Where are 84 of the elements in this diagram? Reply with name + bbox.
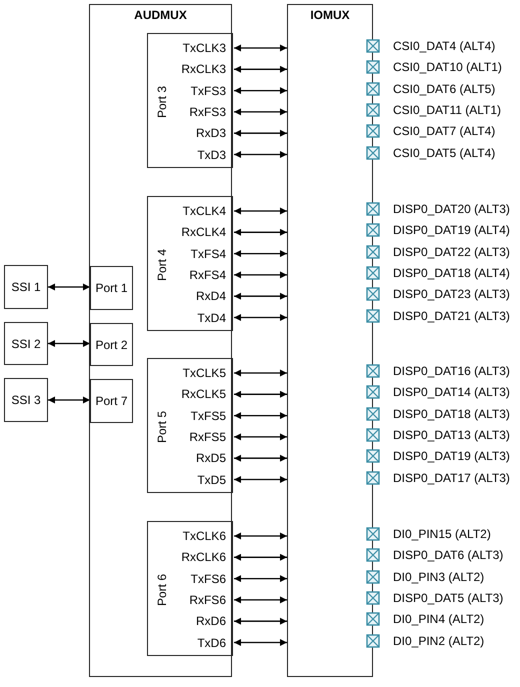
signal-label: RxD3 — [162, 123, 234, 144]
signal-label: TxCLK3 — [162, 38, 234, 58]
block-title: IOMUX — [309, 8, 351, 22]
pad-label: CSI0_DAT6 (ALT5) — [393, 82, 496, 96]
signal-label: TxD5 — [162, 470, 234, 490]
pad-label: DISP0_DAT17 (ALT3) — [393, 470, 510, 484]
arrow — [234, 554, 287, 561]
arrow — [234, 271, 287, 278]
arrow — [234, 250, 287, 258]
pad-label: DISP0_DAT19 (ALT3) — [393, 449, 510, 464]
pad-label: DI0_PIN4 (ALT2) — [393, 612, 484, 626]
block-box: SSI 2 — [4, 322, 48, 365]
pad-label: CSI0_DAT11 (ALT1) — [393, 102, 502, 117]
signal-label: RxCLK5 — [162, 384, 234, 404]
pad-label: DISP0_DAT13 (ALT3) — [393, 428, 510, 442]
signal-label: RxD6 — [162, 611, 234, 632]
block-box: Port 1 — [90, 266, 133, 310]
pad-label: DISP0_DAT23 (ALT3) — [393, 287, 510, 302]
arrow — [234, 476, 287, 483]
signal-label: RxD4 — [162, 286, 234, 306]
port-label: Port 6 — [155, 572, 169, 608]
signal-label: RxD5 — [162, 448, 234, 468]
pad-label: DI0_PIN2 (ALT2) — [393, 634, 484, 648]
arrow — [234, 208, 287, 214]
arrow — [234, 44, 287, 52]
port-label: Port 4 — [155, 248, 169, 283]
pad-label: CSI0_DAT5 (ALT4) — [393, 146, 496, 160]
arrow — [234, 618, 287, 625]
block-box: SSI 1 — [4, 265, 48, 309]
pad-label: DISP0_DAT22 (ALT3) — [393, 244, 510, 259]
block-box: SSI 3 — [4, 378, 48, 422]
pad-label: DI0_PIN15 (ALT2) — [393, 527, 491, 541]
block-box — [89, 4, 232, 677]
arrow — [234, 130, 287, 137]
port-box — [147, 521, 233, 656]
pad-label: DISP0_DAT21 (ALT3) — [393, 308, 510, 322]
pad-label: DISP0_DAT19 (ALT4) — [393, 223, 510, 238]
block-title: AUDMUX — [133, 8, 188, 22]
signal-label: RxCLK6 — [162, 547, 234, 568]
arrow — [234, 370, 287, 376]
arrow — [234, 412, 287, 420]
port-box — [147, 196, 233, 331]
pad-label: CSI0_DAT10 (ALT1) — [393, 60, 502, 74]
arrow — [48, 284, 90, 290]
port-label: Port 5 — [155, 410, 169, 445]
arrow — [234, 575, 287, 582]
arrow — [234, 454, 287, 462]
arrow — [234, 314, 287, 321]
port-box — [147, 358, 233, 493]
port-label: Port 3 — [155, 84, 169, 120]
arrow — [234, 108, 287, 116]
block-box: Port 7 — [90, 379, 133, 423]
arrow — [48, 340, 90, 347]
arrow — [234, 292, 287, 300]
signal-label: TxCLK5 — [162, 363, 234, 383]
pad-label: DISP0_DAT5 (ALT3) — [393, 590, 504, 605]
port-box — [147, 33, 233, 168]
signal-label: RxCLK3 — [162, 59, 234, 80]
signal-label: TxD6 — [162, 632, 234, 652]
signal-label: TxD4 — [162, 308, 234, 328]
pad-label: DISP0_DAT14 (ALT3) — [393, 385, 510, 400]
arrow — [234, 151, 287, 158]
block-box: Port 2 — [90, 323, 133, 366]
arrow — [234, 639, 287, 646]
arrow — [234, 228, 287, 236]
pad-label: DI0_PIN3 (ALT2) — [393, 570, 484, 584]
arrow — [234, 390, 287, 398]
signal-label: RxCLK4 — [162, 222, 234, 242]
signal-label: TxCLK6 — [162, 526, 234, 546]
arrow — [234, 87, 287, 94]
pad-label: DISP0_DAT16 (ALT3) — [393, 364, 510, 378]
signal-label: TxD3 — [162, 144, 234, 164]
pad-label: DISP0_DAT18 (ALT3) — [393, 406, 510, 421]
arrow — [234, 433, 287, 440]
pad-label: DISP0_DAT18 (ALT4) — [393, 266, 510, 280]
arrow — [234, 596, 287, 604]
signal-label: TxCLK4 — [162, 201, 234, 221]
arrow — [234, 66, 287, 73]
arrow — [234, 532, 287, 540]
pad-label: CSI0_DAT7 (ALT4) — [393, 124, 496, 138]
arrow — [48, 396, 90, 404]
pad-label: DISP0_DAT20 (ALT3) — [393, 202, 510, 216]
pad-label: DISP0_DAT6 (ALT3) — [393, 548, 504, 562]
pad-label: CSI0_DAT4 (ALT4) — [393, 39, 496, 53]
